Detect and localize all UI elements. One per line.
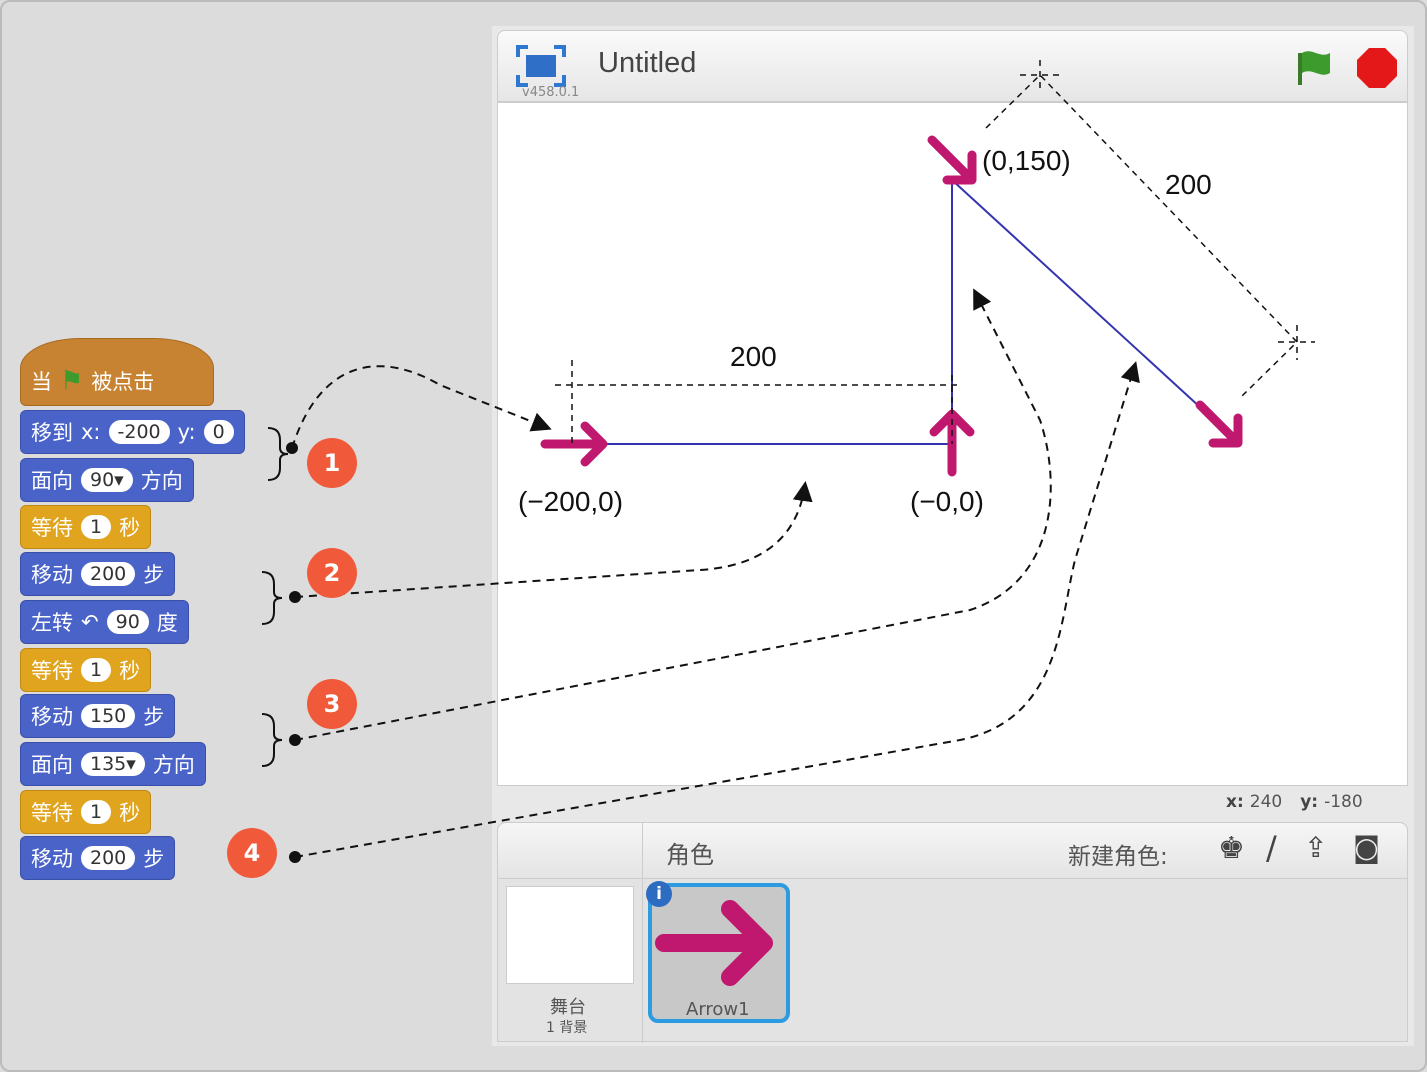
- step-badge-3: 3: [307, 679, 357, 729]
- upload-icon[interactable]: ⇪: [1304, 831, 1328, 864]
- sprite-thumbnail-arrow1[interactable]: Arrow1 i: [646, 881, 790, 1023]
- stage-label: 舞台: [550, 997, 586, 1018]
- arrow-sprite-icon: [655, 900, 773, 986]
- sprite-name: Arrow1: [686, 999, 750, 1020]
- stop-icon[interactable]: [1356, 47, 1398, 89]
- step-badge-1: 1: [307, 438, 357, 488]
- y-input[interactable]: 0: [203, 420, 234, 444]
- stage-thumbnail[interactable]: [506, 886, 634, 984]
- label-start: (−200,0): [518, 486, 624, 517]
- direction-dropdown[interactable]: 135▾: [81, 752, 145, 776]
- new-sprite-label: 新建角色:: [1068, 844, 1168, 870]
- green-flag-icon[interactable]: [1294, 47, 1334, 87]
- step-badge-4: 4: [227, 828, 277, 878]
- direction-dropdown[interactable]: 90▾: [81, 468, 133, 492]
- info-icon[interactable]: i: [646, 881, 672, 907]
- sprites-panel: 角色 新建角色: ♚ / ⇪ ◙ 舞台 1 背景 Arrow1 i: [497, 822, 1408, 1043]
- label-distance-2: 200: [1165, 169, 1212, 200]
- sprites-title: 角色: [666, 841, 714, 869]
- callout-arrows: [291, 288, 1140, 858]
- sprite-arrows: [540, 135, 1243, 477]
- label-corner2: (0,150): [982, 145, 1071, 176]
- when-flag-clicked-block[interactable]: 当⚑被点击: [20, 338, 214, 406]
- sprite-library-icon[interactable]: ♚: [1218, 831, 1245, 866]
- project-title[interactable]: Untitled: [598, 47, 697, 79]
- anchor-dots: [286, 442, 301, 863]
- label-distance-1: 200: [730, 341, 777, 372]
- label-corner1: (−0,0): [910, 486, 984, 517]
- dimension-lines: [555, 60, 1315, 444]
- turn-left-icon: ↶: [81, 610, 99, 634]
- version-label: v458.0.1: [522, 85, 580, 100]
- x-input[interactable]: -200: [108, 420, 170, 444]
- stage-header: Untitled v458.0.1: [497, 30, 1408, 102]
- green-flag-icon: ⚑: [60, 366, 84, 396]
- step-badge-2: 2: [307, 548, 357, 598]
- camera-icon[interactable]: ◙: [1353, 831, 1381, 864]
- fullscreen-icon[interactable]: [516, 45, 566, 87]
- backdrop-count: 1 背景: [546, 1020, 588, 1036]
- braces: [261, 427, 289, 767]
- paint-brush-icon[interactable]: /: [1266, 829, 1277, 867]
- path-lines: [572, 177, 1226, 445]
